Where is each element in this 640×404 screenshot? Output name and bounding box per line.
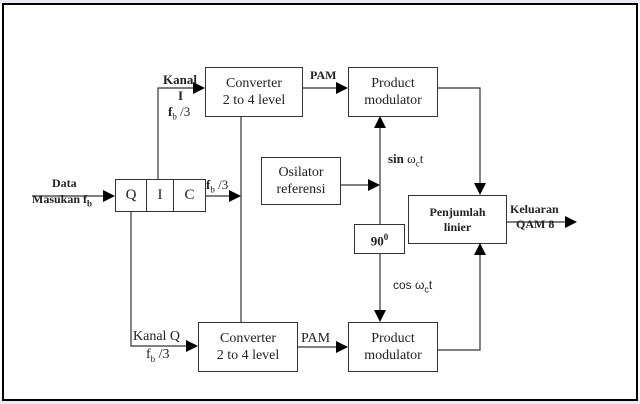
input-label-sub: b xyxy=(87,198,93,209)
output-label-keluaran: Keluaran xyxy=(510,202,559,216)
sin-carrier-label: sin ωct xyxy=(388,151,423,169)
product-mod-top-line1: Product xyxy=(371,76,415,91)
channel-i-rate-f: f xyxy=(168,104,173,119)
input-label-data: Data xyxy=(52,176,77,190)
product-mod-bottom-line2: modulator xyxy=(364,348,422,363)
channel-q-rate-f: f xyxy=(146,347,151,362)
product-modulator-top-block: Product modulator xyxy=(348,67,438,117)
channel-c-rate: fb /3 xyxy=(206,177,228,195)
sin-sub: c xyxy=(415,158,420,169)
product-mod-bottom-line1: Product xyxy=(371,331,415,346)
summer-block: Penjumlah linier xyxy=(408,195,507,244)
channel-i-wire xyxy=(157,82,205,179)
channel-q-label: Kanal Q xyxy=(133,329,181,344)
phase-shift-degree: 0 xyxy=(383,231,389,242)
converter-top-block: Converter 2 to 4 level xyxy=(205,67,303,117)
cos-suffix: t xyxy=(428,278,433,292)
sin-prefix: sin xyxy=(388,151,408,166)
channel-c-rate-suffix: /3 xyxy=(214,177,229,192)
window-bottom-strip xyxy=(0,400,640,404)
channel-q-rate-suffix: /3 xyxy=(155,347,170,362)
channel-c-rate-sub: b xyxy=(210,184,215,195)
phase-shift-value: 900 xyxy=(371,230,389,248)
sin-omega: ω xyxy=(407,151,416,166)
register-cell-c: C xyxy=(184,187,195,203)
cos-carrier-label: cos ωct xyxy=(393,278,432,294)
pam-bottom-label: PAM xyxy=(301,331,331,346)
product-modulator-bottom-block: Product modulator xyxy=(348,322,438,372)
channel-i-rate: fb /3 xyxy=(168,104,190,122)
phase-shift-number: 90 xyxy=(370,233,384,249)
pam-top-label: PAM xyxy=(310,68,337,82)
converter-bottom-line1: Converter xyxy=(220,331,276,346)
bottom-mod-to-summer-wire xyxy=(437,243,486,351)
product-mod-top-line2: modulator xyxy=(364,93,422,108)
channel-q-rate-sub: b xyxy=(150,353,156,364)
channel-q-wire xyxy=(130,212,198,352)
channel-i-name: I xyxy=(178,88,184,103)
sin-suffix: t xyxy=(419,151,424,166)
output-label-qam: QAM 8 xyxy=(516,217,555,231)
converter-bottom-line2: 2 to 4 level xyxy=(216,348,280,363)
summer-line2: linier xyxy=(443,219,472,234)
converter-top-line1: Converter xyxy=(226,76,282,91)
qic-register: Q I C xyxy=(115,179,206,212)
summer-line1: Penjumlah xyxy=(429,204,486,219)
phase-shift-block: 900 xyxy=(354,224,405,254)
input-label-text: Masukan f xyxy=(32,192,88,206)
cos-prefix: cos xyxy=(393,278,416,292)
channel-i-rate-suffix: /3 xyxy=(176,104,191,119)
top-mod-to-summer-wire xyxy=(437,87,486,195)
channel-q-rate: fb /3 xyxy=(146,347,170,364)
register-cell-i: I xyxy=(147,180,174,211)
register-cell-q: Q xyxy=(116,180,147,211)
oscillator-block: Osilator referensi xyxy=(261,157,341,205)
cos-sub: c xyxy=(424,284,429,295)
cos-omega: ω xyxy=(415,278,425,292)
input-label-masukan: Masukan fb xyxy=(32,192,92,208)
oscillator-line1: Osilator xyxy=(278,165,324,180)
window-top-strip xyxy=(0,0,640,4)
converter-bottom-block: Converter 2 to 4 level xyxy=(198,322,298,372)
channel-i-label: Kanal xyxy=(163,72,197,87)
channel-i-rate-sub: b xyxy=(172,111,177,122)
channel-c-rate-f: f xyxy=(206,177,211,192)
oscillator-line2: referensi xyxy=(276,182,326,197)
converter-top-line2: 2 to 4 level xyxy=(222,93,286,108)
